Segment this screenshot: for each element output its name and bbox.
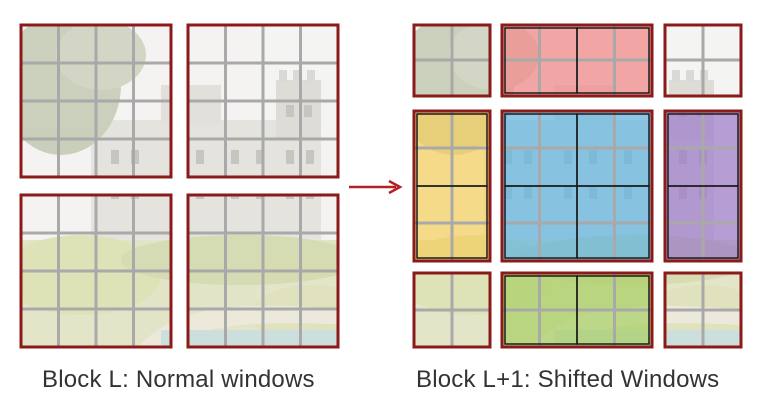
normal-window-top-left bbox=[19, 23, 173, 179]
right-arrow-icon bbox=[349, 179, 403, 195]
shifted-window-center bbox=[500, 109, 654, 263]
caption-block-l: Block L: Normal windows bbox=[42, 366, 315, 393]
shifted-window-bottom-right bbox=[663, 271, 743, 349]
window-grid-lines bbox=[21, 25, 338, 347]
shifted-window-middle-right bbox=[663, 109, 743, 263]
shifted-windows-group bbox=[412, 23, 743, 349]
shifted-window-top-left bbox=[412, 23, 492, 98]
shifted-window-top-middle bbox=[500, 23, 654, 98]
shifted-window-bottom-left bbox=[412, 271, 492, 349]
sub-window-borders bbox=[416, 27, 739, 345]
normal-windows-group bbox=[19, 23, 340, 349]
shifted-window-middle-left bbox=[412, 109, 492, 263]
shifted-window-bottom-middle bbox=[500, 271, 654, 349]
normal-window-bottom-left bbox=[19, 193, 173, 349]
caption-block-l-plus-1: Block L+1: Shifted Windows bbox=[416, 366, 720, 393]
normal-window-top-right bbox=[186, 23, 340, 179]
normal-window-bottom-right bbox=[186, 193, 340, 349]
shifted-window-top-right bbox=[663, 23, 743, 98]
